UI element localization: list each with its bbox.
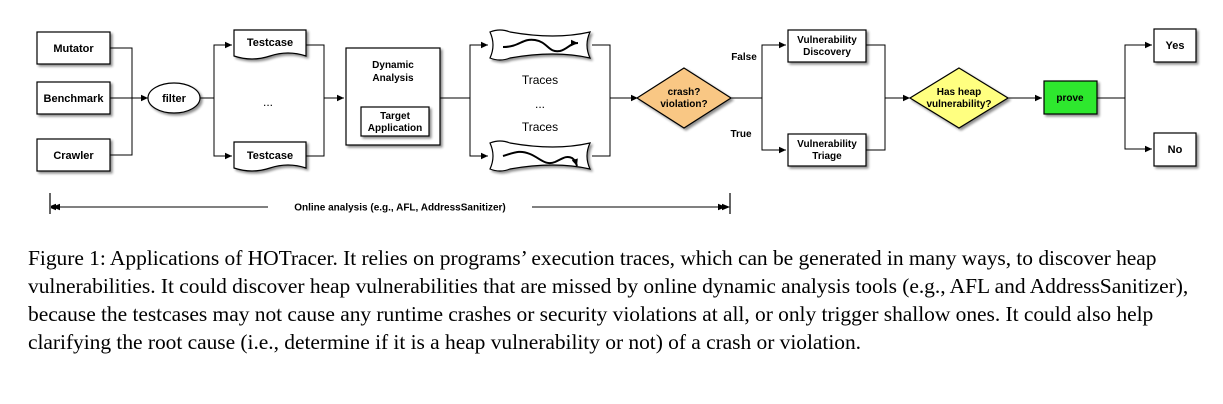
connector-filter-testcase-top: [200, 41, 232, 99]
no-label: No: [1168, 144, 1183, 156]
crash-violation-line1: crash?: [668, 87, 701, 98]
testcase-bottom-label: Testcase: [247, 150, 293, 162]
vuln-discovery-line1: Vulnerability: [797, 35, 857, 46]
true-label: True: [730, 129, 752, 140]
target-application-line2: Application: [368, 123, 422, 134]
testcase-top-label: Testcase: [247, 37, 293, 49]
figure-caption: Figure 1: Applications of HOTracer. It r…: [28, 246, 1189, 354]
connector-mutator: [110, 47, 148, 99]
connector-false-branch: [731, 41, 786, 99]
yes-label: Yes: [1166, 40, 1185, 52]
false-label: False: [731, 52, 757, 63]
connector-traces-bottom-decision: [592, 98, 611, 157]
crash-violation-decision: crash? violation?: [635, 67, 733, 129]
trace-top: [489, 29, 592, 61]
heap-vulnerability-diagram: Mutator Benchmark Crawler filter Testcas…: [36, 28, 1197, 214]
traces-ellipsis: ...: [535, 97, 545, 111]
connector-analysis-traces-bottom: [469, 98, 488, 160]
testcase-bottom: Testcase: [233, 141, 307, 172]
connector-prove-no: [1124, 98, 1152, 153]
input-mutator-label: Mutator: [53, 43, 94, 55]
connector-testcase-bottom-analysis: [306, 98, 325, 157]
connector-analysis-traces-top: [440, 41, 488, 99]
prove-label: prove: [1056, 93, 1084, 104]
online-analysis-span: Online analysis (e.g., AFL, AddressSanit…: [49, 193, 731, 214]
online-analysis-label: Online analysis (e.g., AFL, AddressSanit…: [294, 203, 506, 214]
input-benchmark-label: Benchmark: [44, 93, 105, 105]
has-heap-line1: Has heap: [937, 87, 981, 98]
connector-testcase-top-analysis: [306, 44, 344, 102]
crash-violation-line2: violation?: [660, 99, 707, 110]
filter-label: filter: [162, 93, 187, 105]
traces-top-label: Traces: [522, 73, 558, 87]
connectors: [110, 41, 1152, 160]
prove-box: prove: [1043, 80, 1098, 115]
connector-prove-yes: [1097, 41, 1152, 99]
trace-bottom: [489, 140, 592, 172]
dynamic-analysis-line2: Analysis: [372, 73, 414, 84]
vuln-triage-line1: Vulnerability: [797, 139, 857, 150]
vuln-discovery-line2: Discovery: [803, 47, 851, 58]
connector-crawler: [110, 98, 133, 156]
no-box: No: [1153, 132, 1197, 167]
yes-box: Yes: [1153, 28, 1197, 63]
filter-node: filter: [147, 82, 201, 114]
input-mutator: Mutator: [36, 31, 111, 65]
traces-bottom-label: Traces: [522, 120, 558, 134]
vulnerability-discovery-box: Vulnerability Discovery: [787, 29, 867, 63]
connector-true-branch: [761, 98, 786, 154]
connector-discovery-heap: [866, 44, 910, 102]
testcase-ellipsis: ...: [263, 95, 273, 109]
input-crawler-label: Crawler: [53, 150, 94, 162]
connector-filter-testcase-bottom: [213, 98, 232, 160]
input-benchmark: Benchmark: [36, 81, 111, 115]
has-heap-line2: vulnerability?: [926, 99, 991, 110]
connector-traces-top-decision: [592, 44, 638, 102]
target-application-line1: Target: [380, 111, 410, 122]
dynamic-analysis-box: Dynamic Analysis Target Application: [345, 47, 441, 146]
vuln-triage-line2: Triage: [812, 151, 842, 162]
input-crawler: Crawler: [36, 138, 111, 172]
testcase-top: Testcase: [233, 29, 307, 60]
has-heap-decision: Has heap vulnerability?: [908, 67, 1010, 129]
dynamic-analysis-line1: Dynamic: [372, 60, 414, 71]
connector-triage-heap: [866, 98, 886, 151]
vulnerability-triage-box: Vulnerability Triage: [787, 133, 867, 167]
target-application-box: [360, 106, 430, 137]
